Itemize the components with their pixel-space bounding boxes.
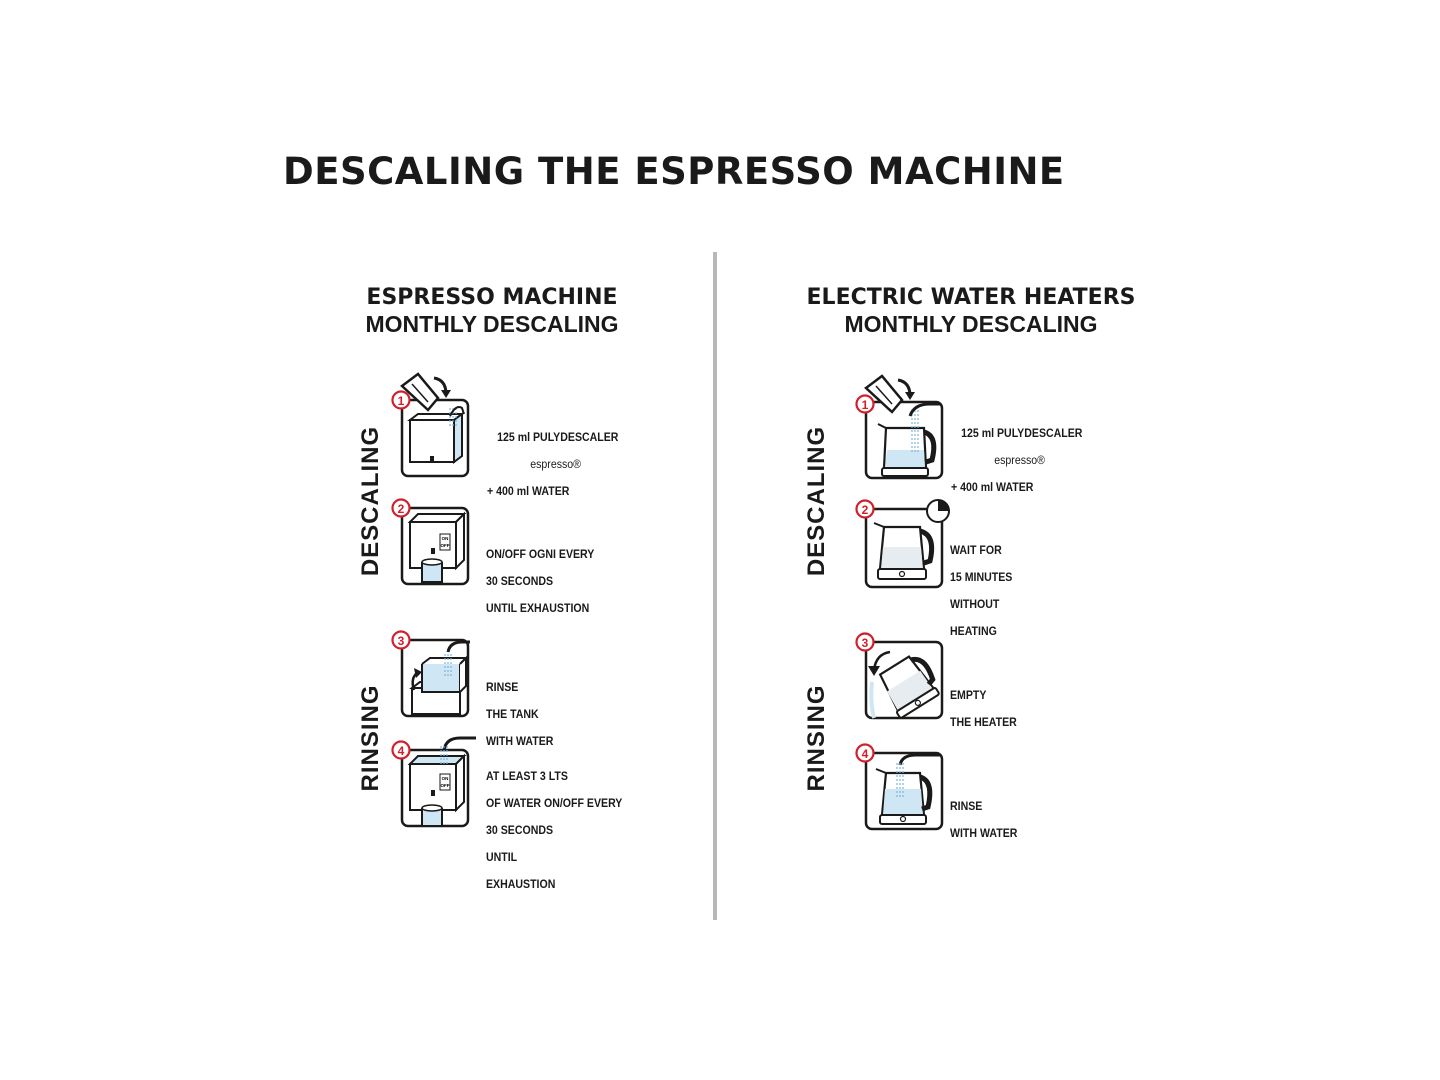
column-divider [713, 252, 717, 920]
pour-descaler-into-kettle-icon: 1 [855, 374, 944, 480]
step-number: 2 [398, 502, 405, 516]
step-instructions: ON/OFF OGNI EVERY 30 SECONDS UNTIL EXHAU… [486, 535, 594, 630]
step-number: 2 [862, 503, 869, 517]
instruction-line: WITH WATER [486, 735, 554, 748]
instruction-line: espresso® [530, 458, 581, 471]
instruction-line: EMPTY [950, 689, 987, 702]
machine-on-off-dispensing-icon: ON OFF 2 [391, 498, 470, 586]
on-button-label: ON [442, 776, 449, 781]
rinse-kettle-icon: 4 [855, 743, 944, 831]
instruction-line: 125 ml PULYDESCALER [961, 427, 1083, 440]
section-label-rinsing: RINSING [803, 684, 830, 792]
column-subheading: MONTHLY DESCALING [365, 311, 619, 337]
espresso-column-heading: ESPRESSO MACHINE MONTHLY DESCALING [282, 284, 702, 338]
column-subheading: MONTHLY DESCALING [844, 311, 1098, 337]
section-label-rinsing: RINSING [357, 684, 384, 792]
instruction-line: AT LEAST 3 LTS [486, 770, 568, 783]
instruction-line: EXHAUSTION [486, 878, 556, 891]
instruction-line: ON/OFF OGNI EVERY [486, 548, 595, 561]
instruction-line: + 400 ml WATER [951, 481, 1034, 494]
instruction-line: WITH WATER [950, 827, 1018, 840]
rinse-tank-icon: 3 [391, 630, 470, 718]
step-instructions: WAIT FOR 15 MINUTES WITHOUT HEATING [950, 531, 1012, 653]
step-instructions: AT LEAST 3 LTS OF WATER ON/OFF EVERY 30 … [486, 757, 622, 906]
instruction-line: + 400 ml WATER [487, 485, 570, 498]
instruction-line: WAIT FOR [950, 544, 1002, 557]
empty-kettle-icon: 3 [855, 632, 944, 720]
instruction-line: UNTIL EXHAUSTION [486, 602, 590, 615]
step-number: 4 [862, 747, 869, 761]
step-number: 1 [398, 394, 405, 408]
instruction-line: 30 SECONDS [486, 575, 554, 588]
step-number: 1 [862, 398, 869, 412]
off-button-label: OFF [441, 783, 450, 788]
instruction-line: WITHOUT [950, 598, 1000, 611]
instruction-line: THE TANK [486, 708, 539, 721]
pour-descaler-into-machine-tank-icon: 1 [391, 372, 470, 478]
instruction-line: HEATING [950, 625, 997, 638]
column-heading: ELECTRIC WATER HEATERS [806, 285, 1136, 310]
instruction-line: 125 ml PULYDESCALER [497, 431, 619, 444]
section-label-descaling: DESCALING [803, 425, 830, 577]
page-title: DESCALING THE ESPRESSO MACHINE [283, 150, 1065, 193]
instruction-line: THE HEATER [950, 716, 1017, 729]
instruction-line: RINSE [950, 800, 983, 813]
step-instructions: 125 ml PULYDESCALER espresso® + 400 ml W… [951, 414, 1082, 509]
step-instructions: RINSE WITH WATER [950, 787, 1017, 855]
step-number: 3 [862, 636, 869, 650]
instruction-line: UNTIL [486, 851, 518, 864]
instruction-line: OF WATER ON/OFF EVERY [486, 797, 623, 810]
instruction-line: 15 MINUTES [950, 571, 1013, 584]
water-heater-column-heading: ELECTRIC WATER HEATERS MONTHLY DESCALING [761, 284, 1181, 338]
section-label-descaling: DESCALING [357, 425, 384, 577]
step-instructions: 125 ml PULYDESCALER espresso® + 400 ml W… [487, 418, 618, 513]
instruction-line: RINSE [486, 681, 519, 694]
column-heading: ESPRESSO MACHINE [366, 285, 618, 310]
instruction-line: espresso® [994, 454, 1045, 467]
machine-rinse-dispensing-icon: ON OFF 4 [391, 736, 476, 828]
instruction-line: 30 SECONDS [486, 824, 554, 837]
kettle-wait-timer-icon: 2 [855, 499, 950, 589]
step-instructions: RINSE THE TANK WITH WATER [486, 668, 553, 763]
off-button-label: OFF [441, 543, 450, 548]
step-number: 4 [398, 744, 405, 758]
on-button-label: ON [442, 536, 449, 541]
step-number: 3 [398, 634, 405, 648]
step-instructions: EMPTY THE HEATER [950, 676, 1017, 744]
